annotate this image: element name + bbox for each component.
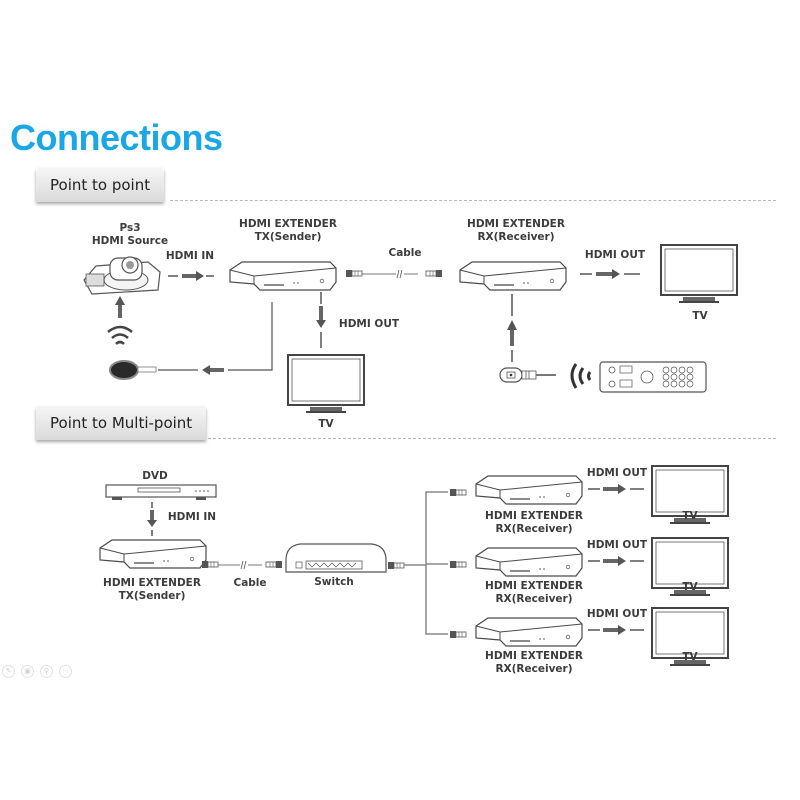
distribution-cables (387, 488, 467, 639)
page-title: Connections (10, 117, 223, 158)
cable-label: Cable (388, 247, 422, 259)
tv-label: TV (318, 418, 334, 430)
tx-label-line1: HDMI EXTENDER (239, 218, 337, 230)
hdmi-in-label: HDMI IN (167, 511, 217, 523)
rx-label: HDMI EXTENDER RX(Receiver) (456, 218, 576, 244)
remote-control-icon (599, 361, 707, 393)
ir-emitter-icon (109, 360, 157, 380)
tx-label: HDMI EXTENDER TX(Sender) (92, 577, 212, 603)
cable-icon (345, 269, 443, 279)
hdmi-in-arrow (147, 502, 157, 536)
section-divider (170, 200, 776, 201)
tv-icon (660, 244, 738, 304)
source-label-line1: Ps3 (119, 222, 141, 234)
tv-label: TV (682, 510, 698, 522)
rx-label: HDMI EXTENDER RX(Receiver) (474, 650, 594, 676)
tv-label: TV (692, 310, 708, 322)
rx-receiver-device (475, 617, 583, 647)
zoom-icon[interactable]: ⚲ (40, 665, 53, 678)
section-tab-point-to-multipoint: Point to Multi-point (36, 406, 207, 440)
rx-label-line2: RX(Receiver) (495, 593, 573, 605)
tx-label: HDMI EXTENDER TX(Sender) (228, 218, 348, 244)
hdmi-out-arrow-down (316, 292, 326, 348)
rx-receiver-device (475, 547, 583, 577)
dvd-player-icon (105, 484, 217, 500)
section-divider (208, 438, 776, 439)
rx-receiver-device (459, 261, 567, 291)
rx-label-line1: HDMI EXTENDER (485, 650, 583, 662)
hdmi-out-label: HDMI OUT (586, 608, 648, 620)
rx-label-line1: HDMI EXTENDER (467, 218, 565, 230)
cable-label: Cable (233, 577, 267, 589)
section-tab-point-to-point: Point to point (36, 168, 165, 202)
hdmi-in-label: HDMI IN (165, 250, 215, 262)
hdmi-out-label: HDMI OUT (338, 318, 400, 330)
cable-icon (201, 560, 283, 570)
switch-icon (285, 543, 387, 573)
hdmi-out-arrow (588, 556, 644, 566)
tx-label-line2: TX(Sender) (254, 231, 322, 243)
hdmi-out-label: HDMI OUT (584, 249, 646, 261)
rx-label-line1: HDMI EXTENDER (485, 510, 583, 522)
copy-icon[interactable]: ▣ (21, 665, 34, 678)
hdmi-out-arrow-right (580, 269, 640, 279)
hdmi-in-arrow (168, 271, 214, 281)
switch-label: Switch (314, 576, 354, 588)
hdmi-out-label: HDMI OUT (586, 539, 648, 551)
rx-label-line2: RX(Receiver) (495, 663, 573, 675)
up-arrow (115, 296, 125, 318)
rx-label-line2: RX(Receiver) (495, 523, 573, 535)
dvd-label: DVD (142, 470, 168, 482)
edit-icon[interactable]: ✎ (2, 665, 15, 678)
tv-label: TV (682, 581, 698, 593)
rx-label: HDMI EXTENDER RX(Receiver) (474, 510, 594, 536)
hdmi-out-label: HDMI OUT (586, 467, 648, 479)
rx-label-line1: HDMI EXTENDER (485, 580, 583, 592)
viewer-toolbar: ✎ ▣ ⚲ ⋯ (2, 665, 72, 678)
rx-label-line2: RX(Receiver) (477, 231, 555, 243)
tv-label: TV (682, 651, 698, 663)
hdmi-out-arrow (588, 625, 644, 635)
tx-label-line1: HDMI EXTENDER (103, 577, 201, 589)
tx-sender-device (229, 261, 337, 291)
tx-sender-device (99, 539, 207, 569)
ir-return-line (158, 302, 273, 375)
rx-receiver-device (475, 475, 583, 505)
ir-receiver-icon (499, 367, 556, 383)
camera-source-icon (83, 256, 161, 295)
ir-in-arrow (507, 294, 517, 362)
tx-label-line2: TX(Sender) (118, 590, 186, 602)
source-label: Ps3 HDMI Source (80, 222, 180, 248)
wireless-signal-icon (570, 363, 592, 389)
tv-icon (287, 354, 365, 414)
hdmi-out-arrow (588, 484, 644, 494)
source-label-line2: HDMI Source (91, 235, 169, 247)
wireless-signal-icon (107, 325, 133, 345)
more-icon[interactable]: ⋯ (59, 665, 72, 678)
rx-label: HDMI EXTENDER RX(Receiver) (474, 580, 594, 606)
